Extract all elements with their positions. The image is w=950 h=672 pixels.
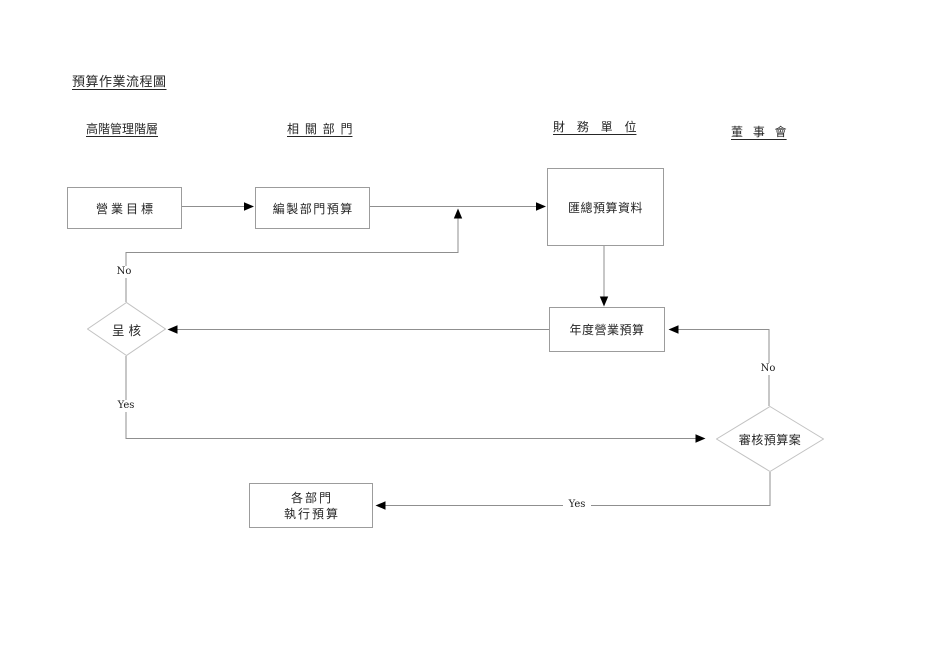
node-submit-for-approval: 呈核	[87, 302, 166, 356]
column-header-related-departments: 相 關 部 門	[287, 122, 353, 136]
node-prepare-dept-budget-label: 編製部門預算	[272, 201, 354, 216]
node-prepare-dept-budget: 編製部門預算	[255, 187, 370, 229]
edge-label-review-no: No	[757, 363, 779, 375]
diamond-shape	[87, 302, 166, 356]
column-header-finance-unit: 財 務 單 位	[553, 120, 637, 134]
edge-submit-no-feedback	[125, 218, 459, 302]
node-execute-budget: 各部門 執行預算	[249, 483, 373, 528]
node-business-goal: 營業目標	[67, 187, 182, 229]
node-submit-for-approval-label: 呈核	[111, 322, 145, 338]
page-title: 預算作業流程圖	[72, 75, 167, 90]
arrowhead-into-annual-right	[668, 325, 679, 334]
arrowhead-into-execute	[375, 501, 386, 510]
node-execute-budget-line2: 執行預算	[283, 506, 340, 521]
arrowhead-feedback-junction	[453, 208, 463, 219]
node-review-budget-proposal: 審核預算案	[716, 406, 824, 472]
node-business-goal-label: 營業目標	[95, 201, 156, 216]
arrowhead-into-prepare	[244, 202, 254, 211]
arrowhead-into-consolidate	[536, 202, 546, 211]
node-execute-budget-line1: 各部門	[290, 490, 333, 505]
column-header-board: 董 事 會	[731, 125, 787, 139]
edge-review-yes	[385, 472, 771, 506]
diamond-shape	[716, 406, 824, 472]
arrowhead-into-review	[695, 434, 706, 443]
arrowhead-into-annual-top	[599, 296, 609, 307]
node-consolidate-budget-data: 匯總預算資料	[547, 168, 664, 246]
node-execute-budget-label: 各部門 執行預算	[284, 490, 340, 522]
edge-label-submit-no: No	[113, 266, 135, 278]
edge-label-submit-yes: Yes	[112, 400, 140, 412]
node-consolidate-budget-data-label: 匯總預算資料	[567, 200, 643, 215]
column-header-senior-management: 高階管理階層	[86, 122, 159, 136]
arrowhead-into-submit	[167, 325, 178, 334]
edge-submit-yes	[125, 356, 696, 439]
node-review-budget-proposal-label: 審核預算案	[738, 432, 802, 447]
edge-review-no	[678, 329, 770, 406]
node-annual-operating-budget-label: 年度營業預算	[569, 323, 645, 337]
node-annual-operating-budget: 年度營業預算	[549, 307, 665, 352]
edge-label-review-yes: Yes	[563, 499, 591, 511]
